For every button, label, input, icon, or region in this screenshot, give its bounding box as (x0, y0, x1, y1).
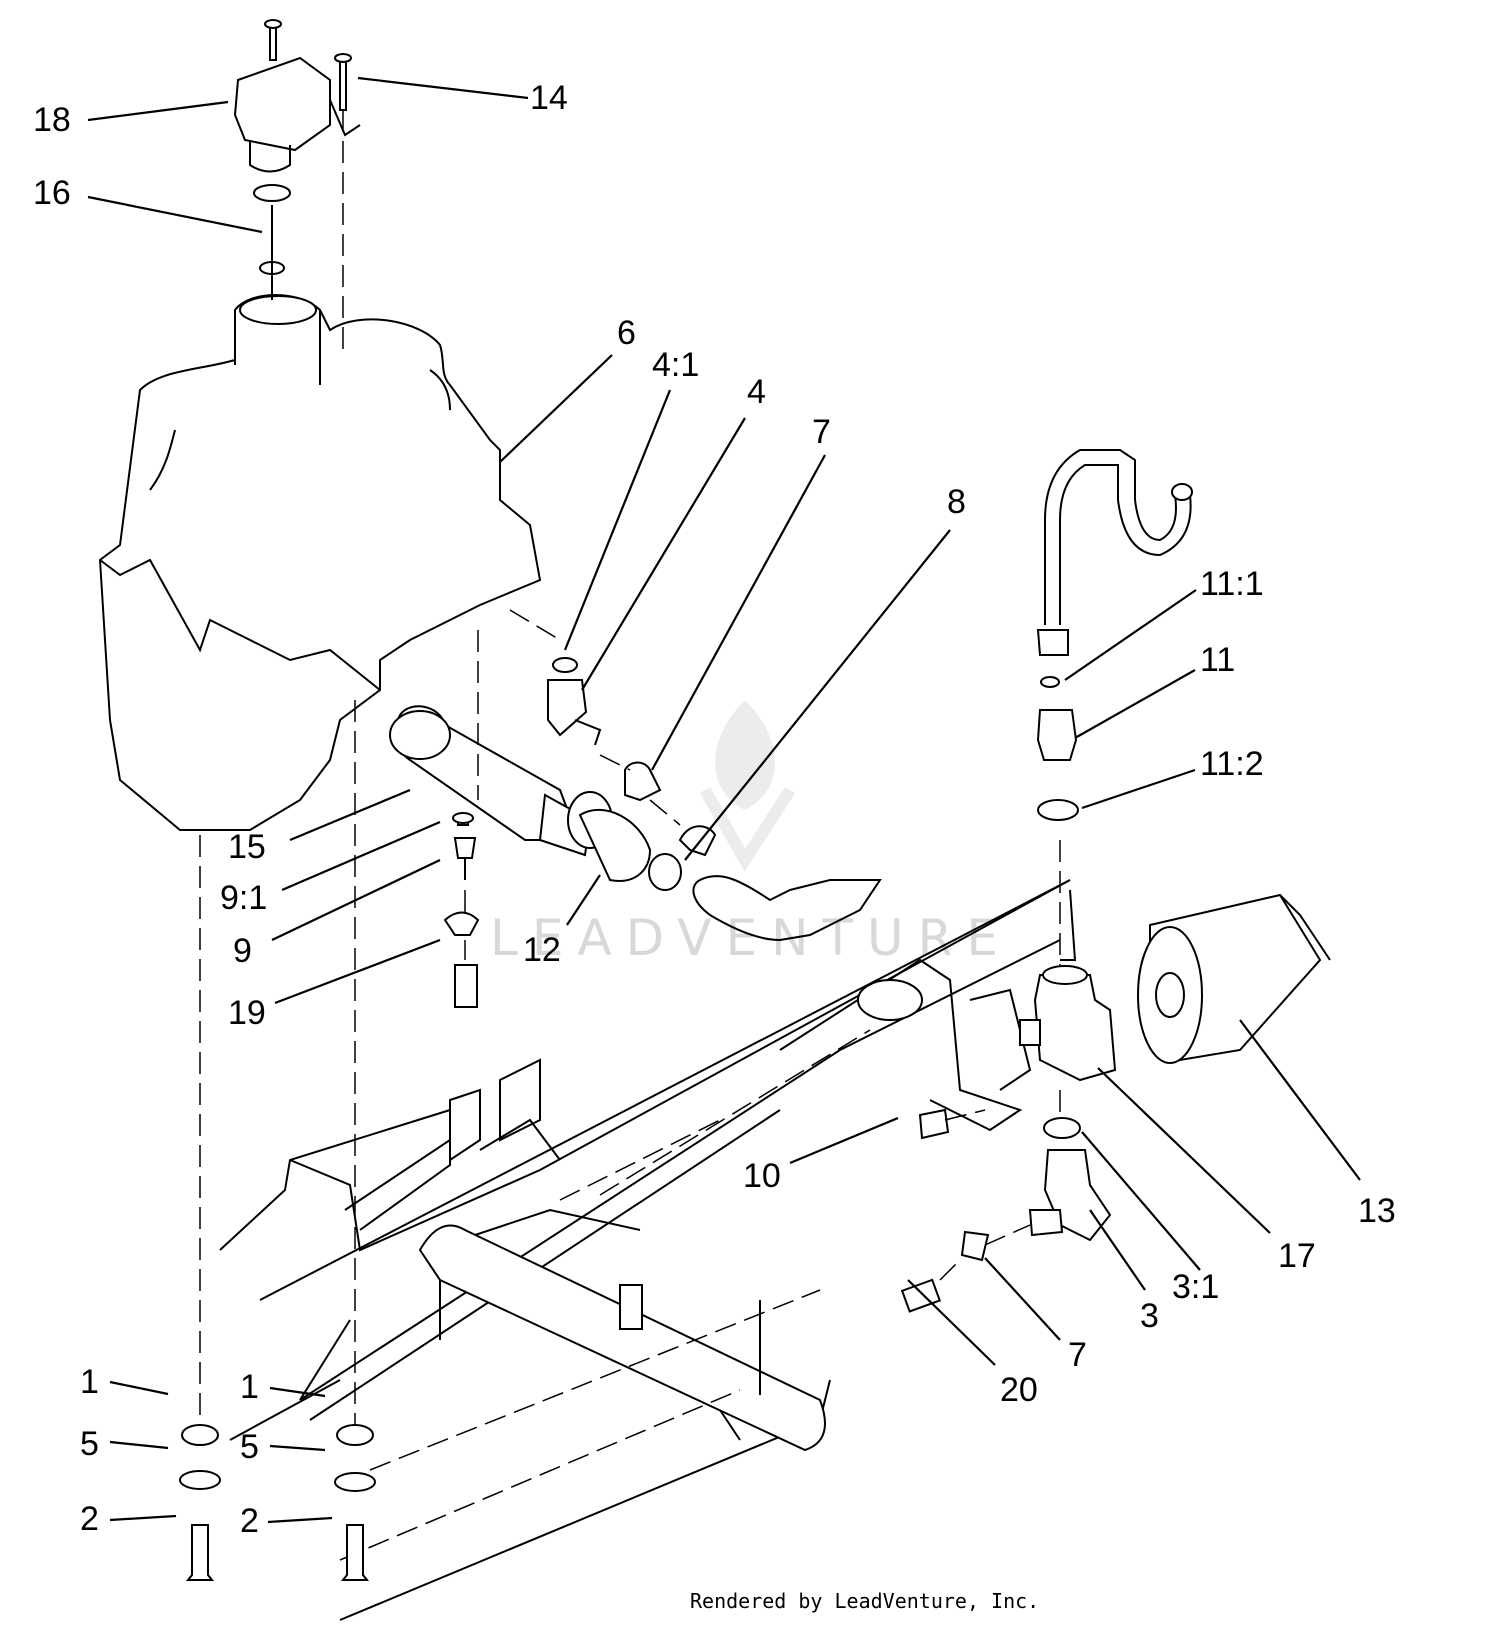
callout-9-1: 9:1 (220, 879, 267, 917)
callout-5-left: 5 (80, 1425, 99, 1463)
callout-17: 17 (1278, 1237, 1316, 1275)
mount-hardware (179, 110, 479, 1581)
callout-11: 11 (1200, 641, 1235, 679)
callout-3: 3 (1140, 1297, 1159, 1335)
callout-16: 16 (33, 174, 71, 212)
callout-8: 8 (947, 483, 966, 521)
callout-7-lower: 7 (1068, 1336, 1087, 1374)
callout-14: 14 (530, 79, 568, 117)
suction-hose-fittings (389, 609, 882, 1008)
callout-5-right: 5 (240, 1428, 259, 1466)
callout-labels: 18 14 16 6 4:1 4 7 8 11:1 11 11:2 15 9:1… (33, 79, 1396, 1540)
leader-lines (87, 76, 1361, 1524)
callout-2-right: 2 (240, 1502, 259, 1540)
callout-3-1: 3:1 (1172, 1268, 1219, 1306)
callout-1-right: 1 (240, 1368, 259, 1406)
callout-7-upper: 7 (812, 413, 831, 451)
callout-11-1: 11:1 (1200, 565, 1264, 603)
callout-20: 20 (1000, 1371, 1038, 1409)
watermark: LEADVENTURE (490, 700, 1012, 967)
filler-cap-assembly (233, 19, 361, 300)
watermark-text: LEADVENTURE (490, 909, 1012, 967)
hydraulic-tank (98, 294, 542, 831)
callout-15: 15 (228, 828, 266, 866)
callout-12: 12 (523, 931, 561, 969)
callout-2-left: 2 (80, 1500, 99, 1538)
callout-6: 6 (617, 314, 636, 352)
frame-assembly (219, 879, 1077, 1621)
callout-11-2: 11:2 (1200, 745, 1264, 783)
callout-13: 13 (1358, 1192, 1396, 1230)
callout-1-left: 1 (80, 1363, 99, 1401)
callout-4-1: 4:1 (652, 346, 699, 384)
callout-9: 9 (233, 932, 252, 970)
callout-10: 10 (743, 1157, 781, 1195)
callout-18: 18 (33, 101, 71, 139)
rendered-by-credit: Rendered by LeadVenture, Inc. (690, 1589, 1039, 1613)
callout-19: 19 (228, 994, 266, 1032)
callout-4: 4 (747, 373, 766, 411)
filter-assembly (900, 449, 1331, 1313)
